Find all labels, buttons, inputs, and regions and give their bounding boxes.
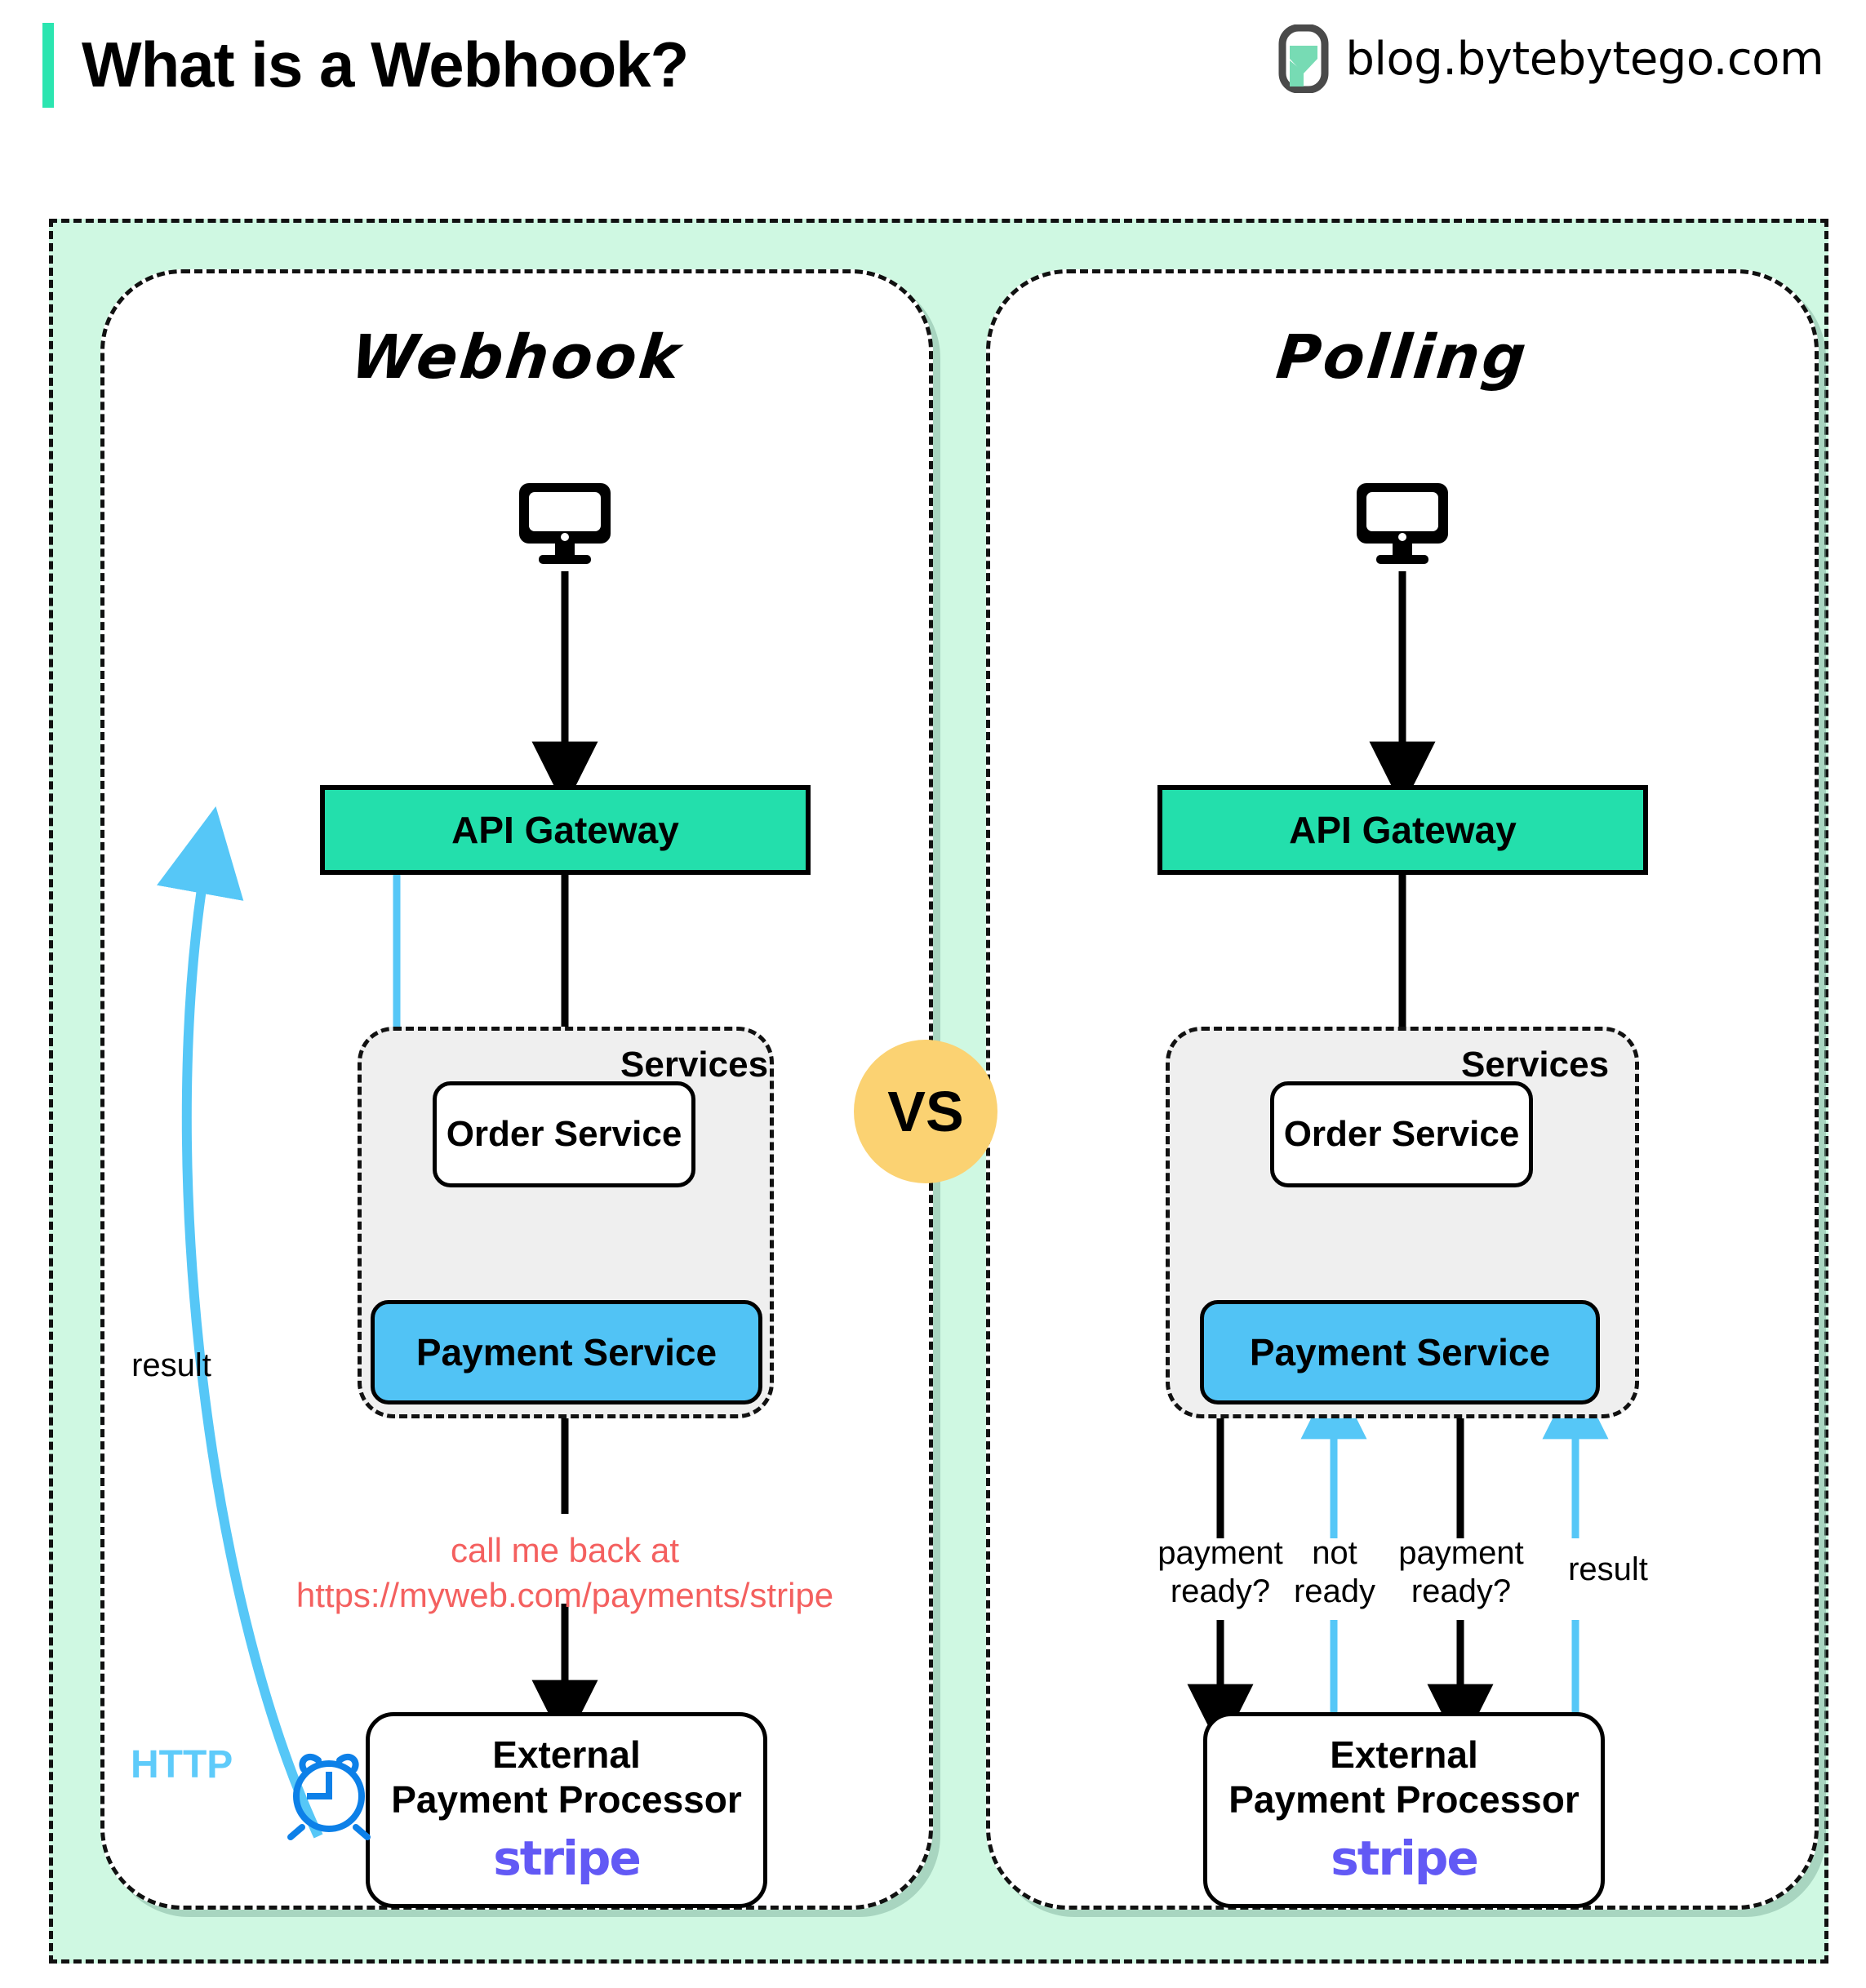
bytebytego-logo-icon: [1278, 24, 1329, 93]
processor-title-polling: External Payment Processor: [1228, 1733, 1579, 1822]
order-service-polling[interactable]: Order Service: [1270, 1081, 1533, 1187]
page-title: What is a Webhook?: [82, 29, 689, 100]
payment-service-polling[interactable]: Payment Service: [1200, 1300, 1600, 1404]
brand-block: blog.bytebytego.com: [1278, 24, 1824, 93]
services-label-polling: Services: [1461, 1045, 1610, 1085]
poll-label-payment-ready-1: payment ready?: [1157, 1535, 1283, 1610]
stripe-logo-webhook: stripe: [493, 1830, 642, 1887]
vs-badge: VS: [854, 1040, 997, 1183]
callback-label-line2: https://myweb.com/payments/stripe: [295, 1576, 834, 1614]
http-label: HTTP: [131, 1743, 233, 1786]
processor-title-webhook: External Payment Processor: [391, 1733, 742, 1822]
order-service-webhook[interactable]: Order Service: [433, 1081, 695, 1187]
stripe-logo-polling: stripe: [1331, 1830, 1479, 1887]
brand-text: blog.bytebytego.com: [1345, 32, 1824, 86]
alarm-clock-icon: [287, 1753, 371, 1840]
page-header: What is a Webhook? blog.bytebytego.com: [0, 0, 1866, 139]
callback-label-line1: call me back at: [450, 1531, 680, 1569]
services-label-webhook: Services: [620, 1045, 769, 1085]
panel-title-webhook: Webhook: [348, 322, 686, 393]
external-payment-processor-webhook[interactable]: External Payment Processor stripe: [366, 1712, 767, 1908]
payment-service-webhook[interactable]: Payment Service: [371, 1300, 762, 1404]
poll-label-result: result: [1568, 1551, 1648, 1587]
desktop-monitor-icon: [1357, 483, 1448, 564]
title-accent-bar: [42, 23, 54, 108]
external-payment-processor-polling[interactable]: External Payment Processor stripe: [1203, 1712, 1605, 1908]
poll-label-not-ready: not ready: [1293, 1535, 1376, 1610]
poll-label-payment-ready-2: payment ready?: [1398, 1535, 1524, 1610]
api-gateway-polling[interactable]: API Gateway: [1157, 785, 1648, 875]
desktop-monitor-icon: [519, 483, 611, 564]
api-gateway-webhook[interactable]: API Gateway: [320, 785, 811, 875]
result-label-webhook: result: [131, 1347, 211, 1383]
panel-title-polling: Polling: [1273, 322, 1532, 393]
